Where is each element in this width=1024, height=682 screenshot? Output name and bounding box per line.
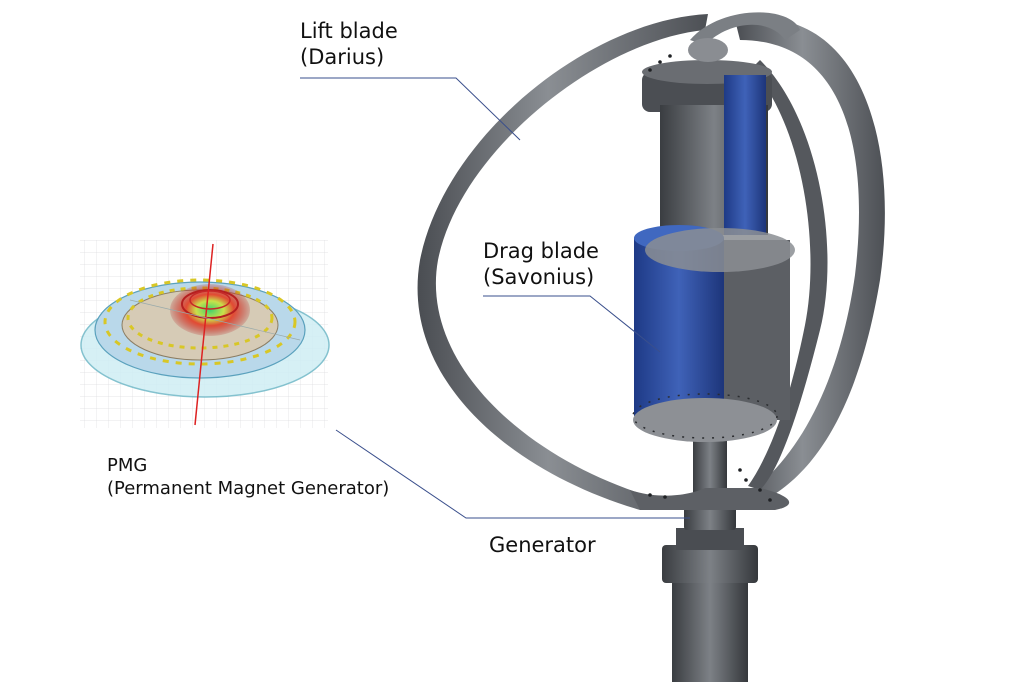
blade-rivets xyxy=(648,54,772,502)
drag-blade-cap xyxy=(645,228,795,272)
label-lift-blade: Lift blade (Darius) xyxy=(300,18,398,71)
drag-blade-title: Drag blade xyxy=(483,239,599,263)
label-drag-blade: Drag blade (Savonius) xyxy=(483,238,599,291)
turbine-illustration xyxy=(417,12,885,682)
pmg-rotor-core xyxy=(170,284,250,336)
lift-blade-back xyxy=(735,18,885,500)
lift-blade-subtitle: (Darius) xyxy=(300,45,385,70)
tower-flange xyxy=(662,545,758,583)
leader-drag xyxy=(483,295,661,353)
pmg-illustration xyxy=(80,240,330,428)
lift-blade-front xyxy=(417,14,708,510)
pmg-coils xyxy=(103,278,297,366)
label-pmg: PMG (Permanent Magnet Generator) xyxy=(107,455,389,500)
leader-pmg xyxy=(335,429,690,519)
pmg-axis xyxy=(194,243,214,426)
drag-blade-subtitle: (Savonius) xyxy=(483,265,595,290)
tower xyxy=(672,575,748,682)
lift-blade-title: Lift blade xyxy=(300,19,398,43)
pmg-subtitle: (Permanent Magnet Generator) xyxy=(107,477,390,499)
leader-lines xyxy=(300,77,690,519)
upper-savonius xyxy=(724,75,766,235)
label-generator: Generator xyxy=(489,533,596,557)
leader-lift xyxy=(300,77,521,141)
pmg-title: PMG xyxy=(107,455,148,476)
